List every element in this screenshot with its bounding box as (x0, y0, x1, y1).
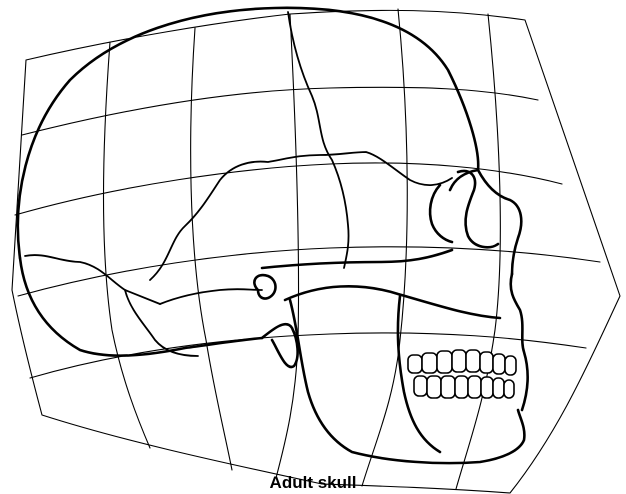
coronal-suture (288, 12, 349, 268)
lower-tooth-5 (468, 376, 481, 398)
upper-tooth-5 (466, 350, 480, 372)
upper-tooth-7 (493, 354, 505, 374)
parietomastoid-suture (160, 289, 262, 304)
upper-tooth-4 (452, 350, 466, 372)
grid-vertical-5 (456, 14, 500, 489)
coordinate-grid (12, 9, 620, 493)
zygomatic-arch (262, 250, 452, 268)
grid-vertical-2 (191, 28, 232, 470)
upper-tooth-2 (422, 353, 437, 373)
grid-horizontal-2 (15, 163, 562, 215)
teeth (408, 350, 516, 398)
lower-tooth-8 (504, 380, 514, 398)
grid-vertical-4 (362, 9, 407, 486)
upper-tooth-8 (505, 356, 516, 375)
mastoid-process (262, 324, 298, 367)
lower-tooth-6 (481, 377, 493, 398)
lower-tooth-1 (414, 376, 427, 396)
lambdoid-suture (25, 255, 160, 304)
upper-tooth-1 (408, 355, 422, 373)
lower-tooth-2 (427, 376, 441, 398)
orbit (458, 171, 498, 247)
cranial-vault-outline (18, 8, 478, 258)
figure-caption: Adult skull (0, 472, 626, 494)
lower-tooth-4 (455, 376, 468, 398)
upper-tooth-3 (437, 351, 452, 373)
upper-tooth-6 (480, 352, 493, 373)
grid-vertical-1 (104, 42, 151, 448)
grid-outline (12, 10, 620, 493)
orbit-inner (430, 185, 452, 242)
maxilla-base (285, 286, 500, 318)
ear-canal (254, 275, 275, 298)
lower-tooth-7 (493, 378, 504, 398)
grid-vertical-3 (276, 14, 299, 478)
mandible-ramus (398, 296, 440, 452)
lower-tooth-3 (441, 376, 455, 398)
